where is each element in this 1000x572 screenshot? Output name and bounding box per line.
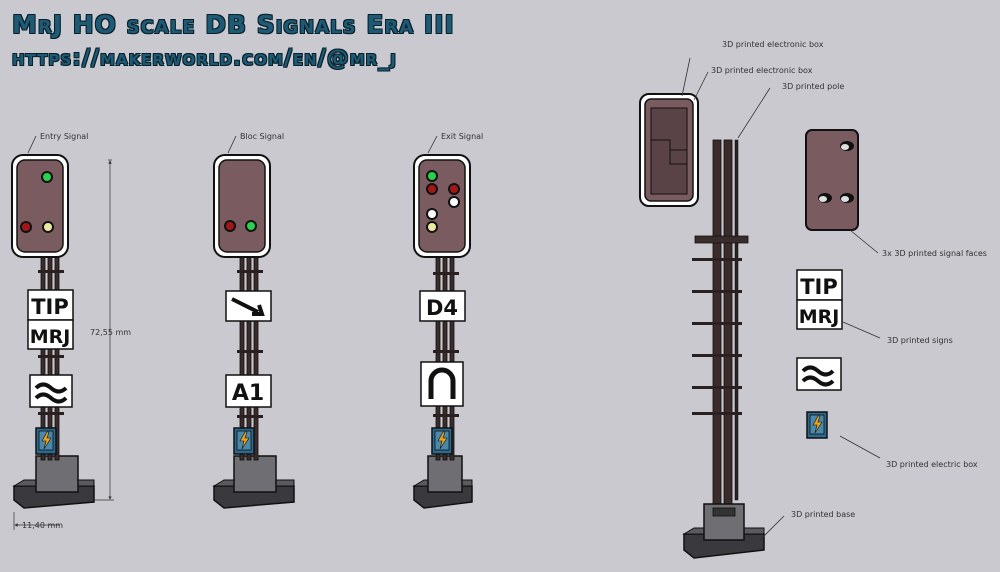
entry-signal: TIP MRJ Entry Signal 72,55 mm 11,40 mm [11, 132, 131, 530]
electronic-box-label-2: 3D printed electronic box [711, 66, 813, 75]
base-label: 3D printed base [791, 510, 855, 519]
height-dimension: 72,55 mm [90, 328, 131, 337]
signal-faces-label: 3x 3D printed signal faces [882, 249, 987, 258]
exit-signal-label: Exit Signal [441, 132, 483, 141]
entry-signal-label: Entry Signal [40, 132, 88, 141]
electric-box-label: 3D printed electric box [886, 460, 978, 469]
sign-a1: A1 [232, 381, 264, 406]
electronic-box-label-1: 3D printed electronic box [722, 40, 824, 49]
sign-mrj: MRJ [30, 326, 71, 348]
part-sign-tip: TIP [800, 275, 838, 299]
page-title: MrJ HO scale DB Signals Era III [12, 10, 455, 39]
bloc-signal: A1 Bloc Signal [212, 132, 295, 509]
sign-d4: D4 [426, 296, 458, 320]
pole-label: 3D printed pole [782, 82, 844, 91]
exit-signal: D4 Exit Signal [412, 132, 483, 509]
signs-label: 3D printed signs [887, 336, 953, 345]
bloc-signal-label: Bloc Signal [240, 132, 284, 141]
width-dimension: 11,40 mm [22, 521, 63, 530]
part-sign-mrj: MRJ [799, 306, 840, 328]
sign-tip: TIP [31, 295, 69, 319]
exploded-parts: 3D printed electronic box 3D printed ele… [639, 40, 987, 559]
author-url: https://makerworld.com/en/@mr_j [12, 46, 397, 71]
